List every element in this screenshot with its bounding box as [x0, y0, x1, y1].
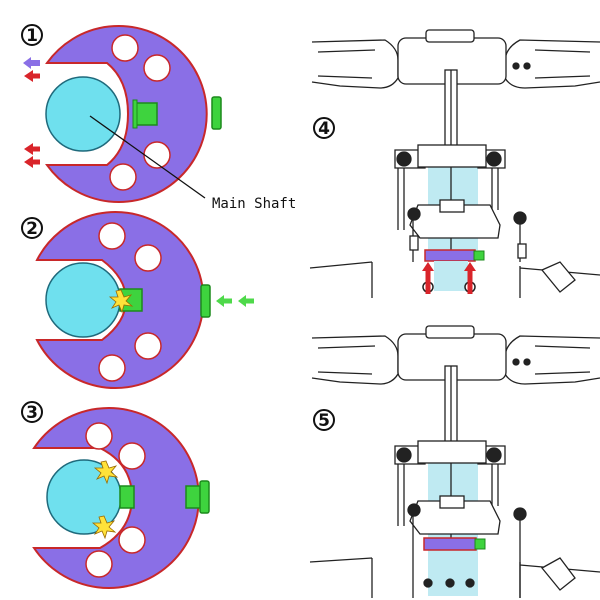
- collar-diagram-step-2: 2: [21, 211, 254, 389]
- collar-diagram-step-3: 3: [21, 401, 210, 589]
- collar-hole: [111, 34, 139, 62]
- collar-hole: [98, 222, 126, 250]
- green-arrow-icon: [216, 295, 232, 307]
- collar-hole: [134, 332, 162, 360]
- rotor-head-drawing-step-5: [309, 325, 600, 600]
- collar-hole: [98, 354, 126, 382]
- collar-hole: [85, 422, 113, 450]
- left-blade-grip: [311, 335, 399, 385]
- step-number: 1: [26, 26, 38, 46]
- step-number: 5: [318, 411, 330, 431]
- screw-head: [199, 480, 210, 514]
- set-screw-side: [473, 250, 485, 261]
- main-shaft-leader-line: [89, 115, 206, 199]
- collar-hole: [109, 163, 137, 191]
- step-badge: [21, 217, 43, 239]
- red-arrow-icon: [24, 156, 40, 168]
- right-blade-grip: [504, 335, 600, 385]
- step-badge: [313, 409, 335, 431]
- set-screw: [134, 102, 158, 126]
- set-screw-outer: [200, 284, 211, 318]
- collar-hole: [118, 442, 146, 470]
- shaft-below-collar: [434, 261, 468, 291]
- step-badge: [21, 24, 43, 46]
- set-screw: [119, 485, 135, 509]
- swashplate: [409, 204, 501, 239]
- step-badge: [313, 117, 335, 139]
- purple-arrow-icon: [23, 57, 40, 69]
- set-screw-outer: [211, 96, 222, 130]
- collar-diagram-step-1: 1: [21, 24, 222, 203]
- screw-head: [132, 99, 138, 129]
- collar-side-view: [423, 537, 477, 551]
- collar-side-view: [424, 249, 476, 262]
- red-arrow-icon: [422, 262, 434, 294]
- swashplate: [409, 500, 501, 535]
- red-arrow-icon: [464, 262, 476, 294]
- main-shaft-label: Main Shaft: [212, 196, 296, 212]
- main-shaft-circle: [45, 262, 121, 338]
- main-shaft-circle: [45, 76, 121, 152]
- collar-hole: [143, 54, 171, 82]
- set-screw-side: [474, 538, 486, 550]
- step-number: 2: [26, 219, 38, 239]
- red-arrow-icon: [24, 70, 40, 82]
- step-badge: [21, 401, 43, 423]
- collar-hole: [118, 526, 146, 554]
- step-number: 4: [318, 119, 330, 139]
- collar-hole: [85, 550, 113, 578]
- step-number: 3: [26, 403, 38, 423]
- left-blade-grip: [311, 39, 399, 89]
- red-arrow-icon: [24, 143, 40, 155]
- collar-hole: [134, 244, 162, 272]
- right-blade-grip: [504, 39, 600, 89]
- green-arrow-icon: [238, 295, 254, 307]
